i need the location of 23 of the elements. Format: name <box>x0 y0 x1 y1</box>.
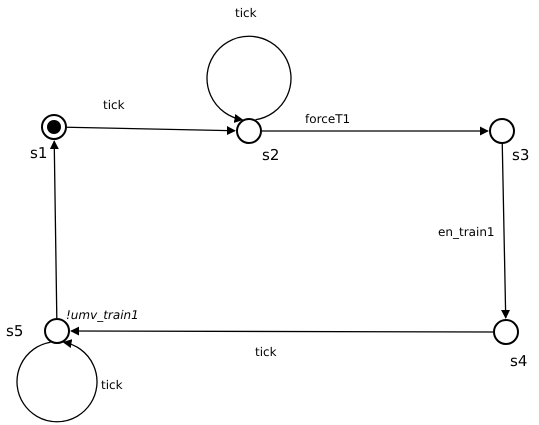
edge-label: forceT1 <box>305 112 350 126</box>
edge-label: en_train1 <box>438 225 495 239</box>
self-loop-arrow <box>16 340 98 422</box>
state-name: s2 <box>262 146 280 164</box>
initial-state-circle <box>41 114 67 140</box>
edge-label: tick <box>101 378 123 392</box>
transition-arrow <box>501 144 510 319</box>
transition-arrow <box>70 326 493 336</box>
state-circle <box>236 118 262 144</box>
edge-label: tick <box>103 98 125 112</box>
transition-arrow <box>262 126 489 136</box>
state-circle <box>493 319 519 345</box>
state-name: s1 <box>30 144 48 162</box>
edge-label: tick <box>235 6 257 20</box>
state-name: s4 <box>510 352 528 370</box>
state-name: s5 <box>6 322 24 340</box>
state-name: s3 <box>512 146 530 164</box>
transition-arrow <box>66 126 236 136</box>
state-circle <box>489 118 515 144</box>
transition-arrow <box>50 140 59 318</box>
edge-label: tick <box>255 345 277 359</box>
self-loop-arrow <box>206 36 292 122</box>
edge-label: !umv_train1 <box>66 308 139 322</box>
